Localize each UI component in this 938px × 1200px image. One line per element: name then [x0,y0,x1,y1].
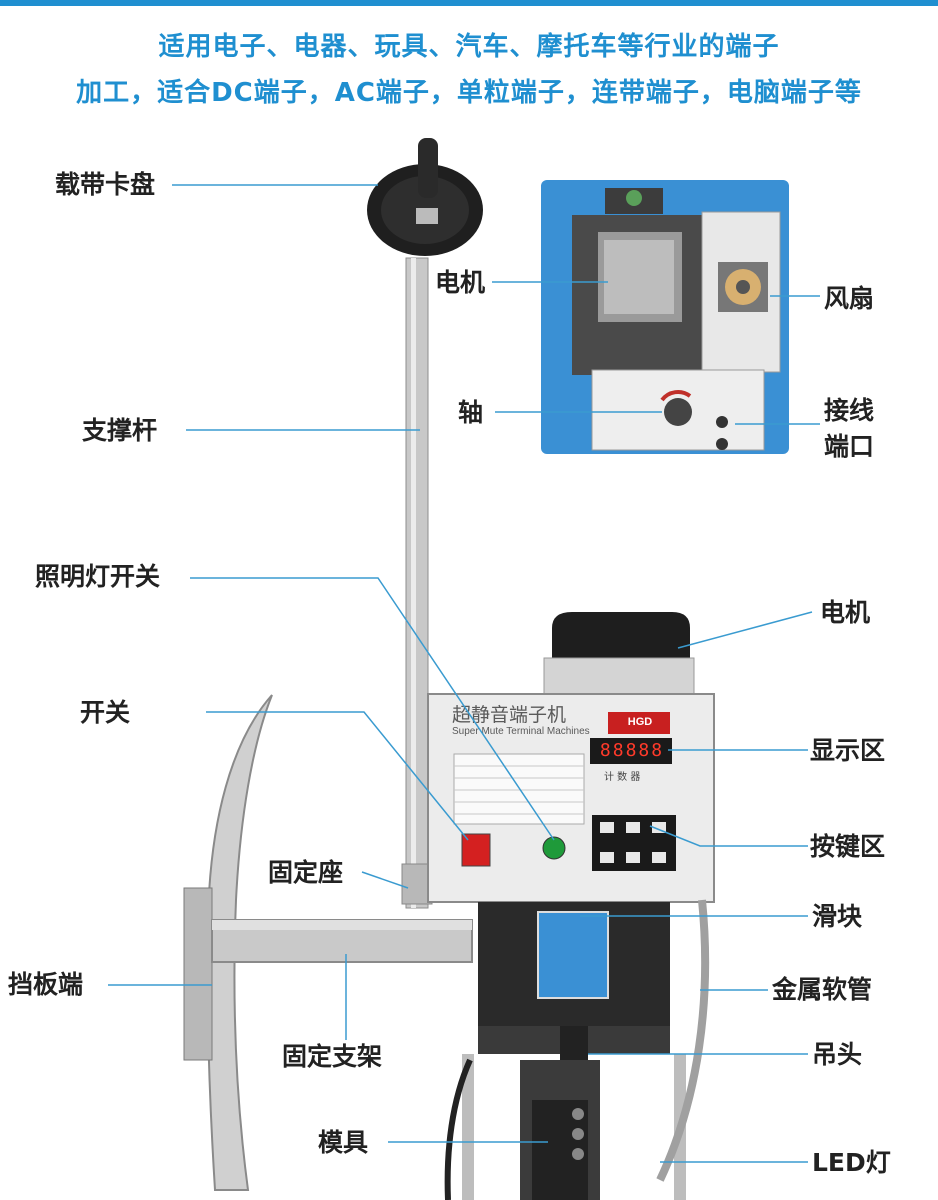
label-bracket: 固定支架 [282,1042,383,1071]
label-wiring-port-line1: 接线 [824,396,875,425]
label-metal-hose: 金属软管 [772,975,873,1004]
label-motor-inset: 电机 [435,268,486,297]
label-keypad: 按键区 [810,832,886,861]
panel-brand-logo: HGD [627,716,653,728]
label-shaft: 轴 [458,398,484,427]
label-hanger: 吊头 [812,1040,863,1069]
label-light-switch: 照明灯开关 [35,562,161,591]
leader-motor-main [677,611,813,649]
support-rod-and-reel [367,138,483,909]
panel-title-en: Super Mute Terminal Machines [452,726,590,737]
leader-switch [206,711,469,841]
label-switch: 开关 [80,698,131,727]
label-baffle: 挡板端 [8,970,84,999]
label-motor-main: 电机 [820,598,871,627]
label-reel: 载带卡盘 [55,170,156,199]
label-support-rod: 支撑杆 [82,416,158,445]
headline-line-1: 适用电子、电器、玩具、汽车、摩托车等行业的端子 [158,32,780,62]
fixed-bracket [211,919,473,963]
label-mold: 模具 [318,1128,369,1157]
label-slider: 滑块 [812,902,863,931]
panel-counter-display: 88888 [599,740,665,761]
label-fan: 风扇 [824,284,875,313]
inset-motor-photo [541,180,789,454]
machine-body [427,612,715,1200]
leader-mount-seat [361,871,409,889]
label-mount-seat: 固定座 [268,858,344,887]
panel-title-cn: 超静音端子机 [452,704,567,726]
panel-counter-label: 计 数 器 [604,772,641,783]
label-wiring-port-line2: 端口 [824,432,875,461]
leader-light-switch [190,577,555,841]
baffle-plate [183,694,273,1191]
top-accent-bar [0,0,938,6]
label-display: 显示区 [810,736,886,765]
leader-keypad [649,825,808,847]
headline-line-2: 加工，适合DC端子，AC端子，单粒端子，连带端子，电脑端子等 [76,78,862,108]
label-led: LED灯 [812,1148,891,1177]
